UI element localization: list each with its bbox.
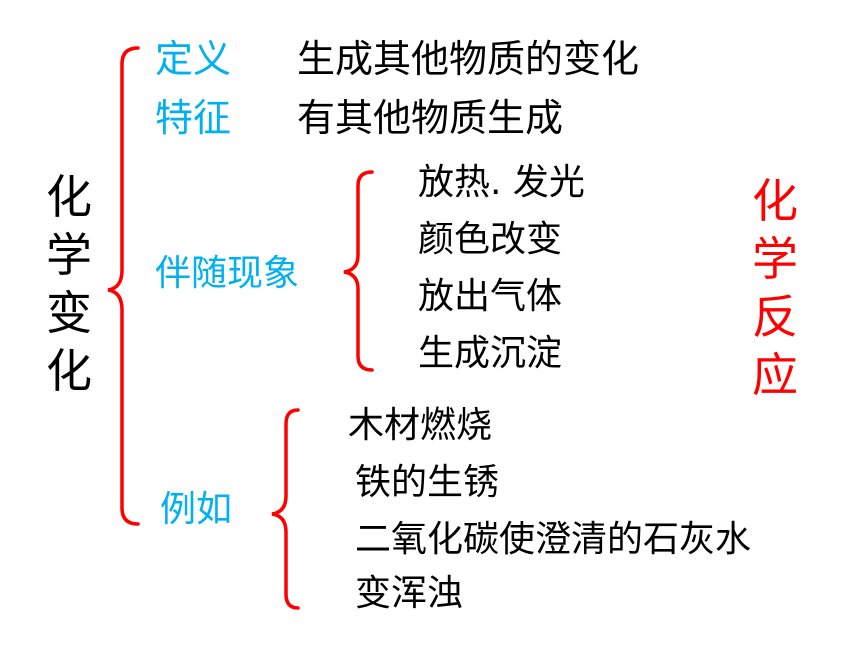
main-title-char: 学 — [46, 228, 92, 282]
phenomena-brace — [343, 170, 374, 372]
main-title: 化 学 变 化 — [46, 174, 92, 394]
examples-item: 木材燃烧 — [348, 405, 493, 446]
side-title: 化 学 反 应 — [752, 178, 798, 398]
examples-item: 二氧化碳使澄清的石灰水 — [355, 519, 752, 560]
phenomena-label: 伴随现象 — [155, 253, 300, 294]
feature-text: 有其他物质生成 — [297, 96, 564, 140]
phenomena-item: 颜色改变 — [418, 219, 563, 260]
main-brace — [107, 46, 140, 526]
main-title-char: 化 — [46, 344, 92, 398]
phenomena-item: 放热. 发光 — [418, 162, 585, 203]
definition-label: 定义 — [155, 37, 232, 81]
phenomena-item: 生成沉淀 — [418, 333, 563, 374]
side-title-char: 应 — [752, 348, 798, 402]
side-title-char: 化 — [752, 174, 798, 228]
examples-item: 变浑浊 — [355, 573, 464, 614]
definition-text: 生成其他物质的变化 — [297, 37, 640, 81]
examples-item: 铁的生锈 — [355, 462, 500, 503]
main-title-char: 化 — [46, 170, 92, 224]
feature-label: 特征 — [155, 96, 232, 140]
examples-brace — [271, 408, 300, 610]
side-title-char: 学 — [752, 232, 798, 286]
examples-label: 例如 — [160, 489, 233, 530]
phenomena-item: 放出气体 — [418, 276, 563, 317]
side-title-char: 反 — [752, 290, 798, 344]
main-title-char: 变 — [46, 286, 92, 340]
